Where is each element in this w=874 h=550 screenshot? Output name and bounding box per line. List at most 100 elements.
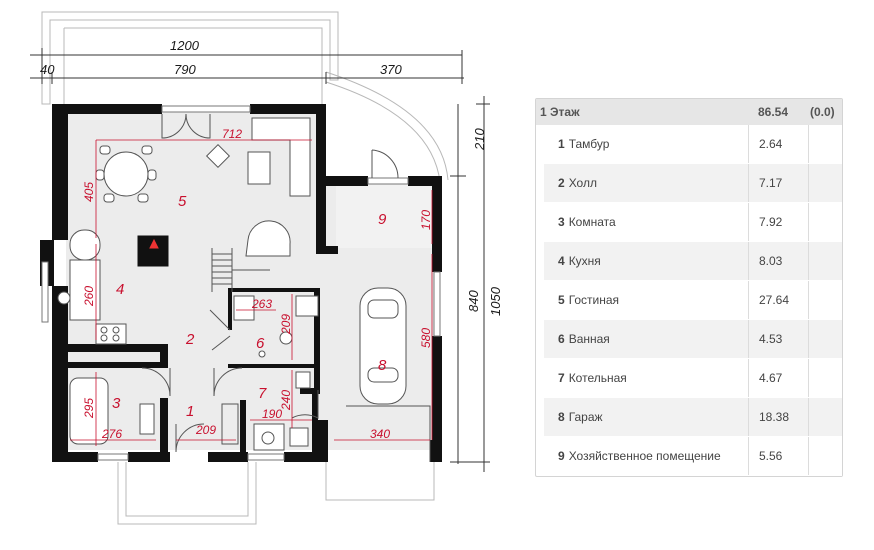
room-num: 1 [558, 137, 565, 151]
dim-370: 370 [380, 62, 402, 77]
room-extra [808, 164, 842, 202]
dim-580: 580 [419, 328, 433, 348]
dim-40: 40 [40, 62, 55, 77]
stove [95, 323, 127, 345]
dim-190: 190 [262, 407, 282, 421]
dim-790: 790 [174, 62, 196, 77]
dining-table [103, 151, 149, 197]
kitchen-counter [69, 229, 101, 261]
room-num: 6 [558, 332, 565, 346]
floor-header-row: 1 Этаж 86.54 (0.0) [536, 99, 842, 125]
dim-209-vertical: 209 [279, 314, 293, 335]
room-name: Ванная [568, 332, 610, 346]
room-extra [808, 359, 842, 397]
room-area: 5.56 [748, 437, 808, 475]
terrace-outline [41, 11, 449, 525]
room-area: 18.38 [748, 398, 808, 436]
dim-263: 263 [251, 297, 272, 311]
room-num: 4 [558, 254, 565, 268]
floor-total-area: 86.54 [758, 105, 789, 119]
dimension-lines [30, 48, 490, 472]
room-name: Гараж [568, 410, 603, 424]
room-number-2: 2 [185, 331, 195, 348]
room-extra [808, 281, 842, 319]
floor-plan: 1200 40 790 370 210 840 1050 712 405 260… [30, 11, 503, 525]
stairs [211, 220, 291, 292]
room-area: 8.03 [748, 242, 808, 280]
dim-295: 295 [82, 398, 96, 419]
room-dimension-lines [70, 139, 433, 446]
dim-210: 210 [472, 128, 487, 151]
fireplace [137, 235, 169, 267]
walls [40, 104, 442, 462]
windows [41, 105, 441, 461]
dim-712: 712 [222, 127, 242, 141]
dim-240: 240 [279, 390, 293, 411]
room-extra [808, 320, 842, 358]
floor-label: 1 Этаж [540, 105, 580, 119]
room-name: Котельная [568, 371, 627, 385]
room-name: Кухня [568, 254, 601, 268]
room-name: Гостиная [568, 293, 620, 307]
room-extra [808, 437, 842, 475]
dim-405: 405 [82, 182, 96, 202]
room-name: Комната [568, 215, 616, 229]
room-number-7: 7 [258, 385, 267, 402]
room-num: 5 [558, 293, 565, 307]
room-name: Холл [568, 176, 597, 190]
dim-276: 276 [101, 427, 122, 441]
room-number-8: 8 [378, 357, 387, 374]
room-number-5: 5 [178, 193, 187, 210]
floor-extra: (0.0) [810, 105, 835, 119]
room-num: 7 [558, 371, 565, 385]
room-number-6: 6 [256, 335, 265, 352]
room-num: 2 [558, 176, 565, 190]
dim-209-horizontal: 209 [195, 423, 216, 437]
room-name: Хозяйственное помещение [568, 449, 721, 463]
room-num: 8 [558, 410, 565, 424]
room-num: 3 [558, 215, 565, 229]
room-area: 4.53 [748, 320, 808, 358]
room-number-3: 3 [112, 395, 121, 412]
room-extra [808, 398, 842, 436]
room-number-4: 4 [116, 281, 124, 298]
room-area: 4.67 [748, 359, 808, 397]
room-extra [808, 125, 842, 163]
room-number-1: 1 [186, 403, 194, 420]
furniture [57, 117, 407, 451]
room-area: 27.64 [748, 281, 808, 319]
room-num: 9 [558, 449, 565, 463]
room-extra [808, 242, 842, 280]
room-number-9: 9 [378, 211, 387, 228]
dim-170: 170 [419, 210, 433, 230]
dim-340: 340 [370, 427, 390, 441]
dim-840: 840 [466, 290, 481, 312]
room-area: 2.64 [748, 125, 808, 163]
dim-260: 260 [82, 286, 96, 307]
room-name: Тамбур [568, 137, 610, 151]
room-area: 7.17 [748, 164, 808, 202]
dim-1200: 1200 [170, 38, 200, 53]
bed [69, 377, 109, 445]
doors [141, 113, 431, 462]
